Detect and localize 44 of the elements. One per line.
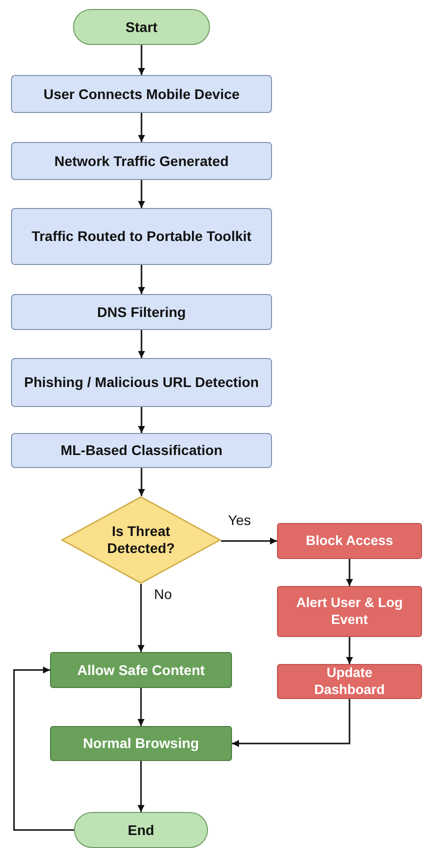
node-label: Traffic Routed to Portable Toolkit [32, 228, 252, 245]
process-box [50, 726, 232, 761]
arrow [138, 45, 145, 75]
node-label: Is Threat Detected? [106, 523, 176, 557]
process-box [11, 142, 272, 180]
arrow [138, 761, 144, 812]
node-label: ML-Based Classification [60, 442, 222, 459]
process-box [11, 433, 272, 468]
arrow [138, 584, 144, 652]
process-box [277, 523, 422, 559]
arrow [13, 666, 74, 831]
arrow [221, 538, 277, 544]
node-label: Normal Browsing [83, 735, 199, 752]
arrow [138, 468, 145, 496]
arrow [138, 113, 145, 142]
arrow [346, 559, 353, 586]
arrow [138, 407, 145, 433]
process-box [11, 294, 272, 330]
arrow [232, 699, 350, 747]
end-terminal [74, 812, 208, 848]
node-label: Block Access [306, 532, 394, 550]
process-box [50, 652, 232, 688]
process-box [11, 208, 272, 265]
process-box [11, 75, 272, 113]
node-label: End [128, 822, 154, 838]
node-label: Phishing / Malicious URL Detection [24, 374, 259, 391]
arrow [138, 265, 145, 294]
arrow [138, 688, 144, 726]
process-box [11, 358, 272, 407]
arrow [346, 637, 353, 664]
process-box [277, 664, 422, 699]
process-box [277, 586, 422, 637]
node-label: DNS Filtering [97, 304, 186, 320]
node-label: Alert User & Log Event [296, 595, 403, 628]
edge-label: Yes [226, 512, 253, 528]
arrow [138, 330, 145, 358]
arrow [138, 180, 145, 208]
start-terminal [73, 9, 210, 45]
node-label: Start [126, 18, 158, 36]
node-label: Allow Safe Content [77, 662, 205, 678]
node-label: Update Dashboard [313, 665, 386, 698]
node-label: Network Traffic Generated [54, 152, 229, 170]
node-label: User Connects Mobile Device [43, 86, 240, 102]
edge-label: No [152, 586, 174, 602]
